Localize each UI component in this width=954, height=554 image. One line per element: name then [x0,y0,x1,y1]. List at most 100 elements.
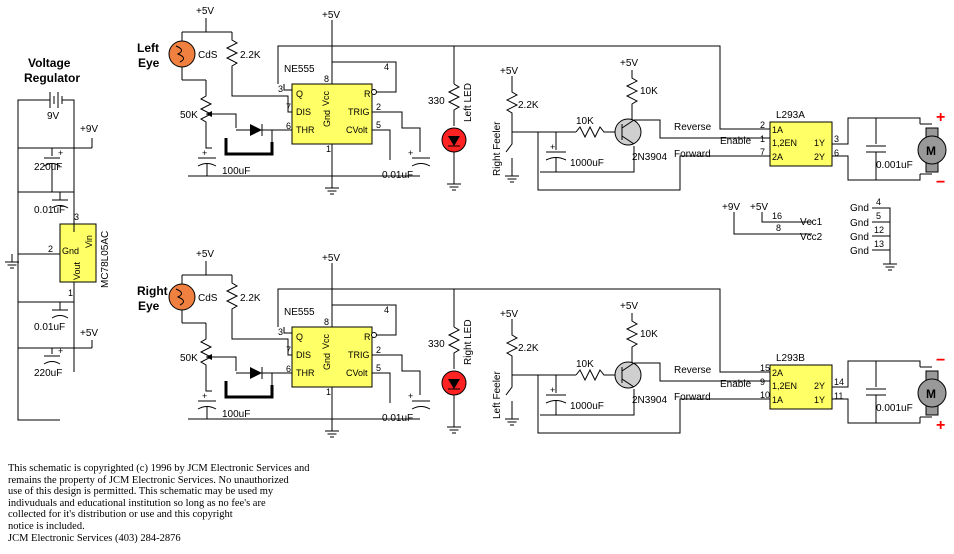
driver-label: L293A [776,110,805,121]
driver-chip [769,121,833,167]
pin-thr: THR [296,368,315,378]
regulator-chip [59,223,97,283]
transistor-label: 2N3904 [632,395,667,406]
pin-2: 2 [376,345,381,355]
pin-8: 8 [324,74,329,84]
power-vcc2: Vcc2 [800,232,823,243]
ne555-vcc-label: +5V [322,10,340,21]
pin-6: 6 [286,364,291,374]
driver-out-bottom: 2Y [814,152,825,162]
regulator-title-line1: Voltage [28,56,71,70]
reg-pin-gnd: Gnd [62,246,79,256]
r-top-label: 2.2K [240,50,261,61]
collector-resistor-label: 10K [640,86,658,97]
ground-icon [446,426,462,434]
collector-vcc-label: +5V [620,58,638,69]
pin-trig: TRIG [348,107,370,117]
reverse-label: Reverse [674,122,712,133]
pin-4: 4 [384,305,389,315]
driver-n-mid: 9 [760,377,765,387]
forward-label: Forward [674,392,711,403]
cap-cv-label: 0.01uF [382,413,413,424]
svg-text:+: + [202,391,207,401]
collector-resistor-label: 10K [640,329,658,340]
pin-3: 3 [278,327,283,337]
driver-out-bottom: 1Y [814,395,825,405]
power-9v: +9V [722,202,740,213]
polarity-bottom: − [936,174,945,191]
eye-vcc-label: +5V [196,249,214,260]
svg-text:1: 1 [68,288,73,298]
pin-dis: DIS [296,350,311,360]
svg-text:Gnd: Gnd [850,218,869,229]
ground-icon [324,187,340,195]
driver-label: L293B [776,353,805,364]
polarity-top: + [936,109,945,126]
svg-text:13: 13 [874,239,884,249]
svg-text:Gnd: Gnd [850,246,869,257]
pin-trig: TRIG [348,350,370,360]
polarity-top: − [936,352,945,369]
eye-vcc-label: +5V [196,6,214,17]
pin-dis: DIS [296,107,311,117]
cap-cv-label: 0.01uF [382,170,413,181]
cap-timing-label: 100uF [222,409,250,420]
ground-icon [504,418,520,426]
cap-big-label: 1000uF [570,158,604,169]
cds-photocell-icon [168,40,196,68]
driver-out-top: 1Y [814,138,825,148]
reverse-label: Reverse [674,365,712,376]
pin-1: 1 [326,144,331,154]
led-resistor-label: 330 [428,96,445,107]
transistor-icon [614,118,642,146]
regulator-chip-label: MC78L05AC [100,231,111,288]
cds-photocell-icon [168,283,196,311]
svg-text:8: 8 [776,223,781,233]
svg-text:+: + [408,391,413,401]
voltage-regulator: Voltage Regulator 9V +9V 220uF + 0.01uF … [4,56,111,421]
led-label: Left LED [463,83,474,122]
ground-icon [504,175,520,183]
ground-icon [324,430,340,438]
eye-title-line2: Eye [138,299,160,313]
pin-thr: THR [296,125,315,135]
motor-cap-label: 0.001uF [876,403,913,414]
pin-r: R [364,332,371,342]
pin-r: R [364,89,371,99]
cap-out-small-label: 0.01uF [34,322,65,333]
driver-pin-top: 1A [772,125,783,135]
ne555-chip [291,83,373,145]
svg-text:+: + [550,142,555,152]
eye-title-line1: Left [137,41,159,55]
vout-rail-label: +5V [80,328,98,339]
svg-text:+: + [550,385,555,395]
svg-text:16: 16 [772,211,782,221]
enable-label: Enable [720,379,752,390]
pin-vcc: Vcc [321,333,331,349]
driver-n-out-bot: 6 [834,148,839,158]
pin-7: 7 [286,345,291,355]
pin-gnd: Gnd [322,110,332,127]
pin-cvolt: CVolt [346,125,368,135]
driver-n-top: 2 [760,120,765,130]
pot-label: 50K [180,353,198,364]
cap-big-label: 1000uF [570,401,604,412]
enable-label: Enable [720,136,752,147]
cap-timing-label: 100uF [222,166,250,177]
regulator-title-line2: Regulator [24,71,80,85]
ne555-label: NE555 [284,307,315,318]
cap-in-small-label: 0.01uF [34,205,65,216]
driver-n-out-top: 14 [834,377,844,387]
driver-n-bot: 7 [760,147,765,157]
svg-text:+: + [202,148,207,158]
driver-pin-top: 2A [772,368,783,378]
driver-n-mid: 1 [760,134,765,144]
motor-icon [917,378,947,408]
led-resistor-label: 330 [428,339,445,350]
pin-6: 6 [286,121,291,131]
driver-n-out-bot: 11 [834,391,843,401]
r-top-label: 2.2K [240,293,261,304]
reg-pin-vin: Vin [84,235,94,248]
pin-1: 1 [326,387,331,397]
